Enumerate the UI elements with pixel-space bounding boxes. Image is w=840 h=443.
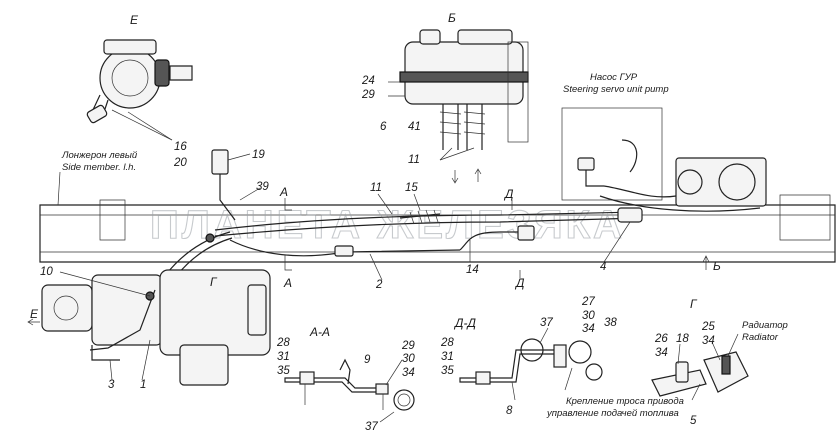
section-aa-title: А-А bbox=[309, 325, 330, 339]
side-member-rail bbox=[39, 194, 836, 263]
callout-3: 3 bbox=[108, 379, 115, 391]
marker-a-top: А bbox=[279, 185, 288, 199]
side-member-caption-en: Side member. l.h. bbox=[62, 162, 136, 173]
callout-20: 20 bbox=[173, 157, 187, 169]
callout-39: 39 bbox=[256, 181, 269, 193]
callout-5: 5 bbox=[690, 415, 697, 427]
callout-6: 6 bbox=[380, 121, 387, 133]
callout-35-dd: 35 bbox=[441, 365, 454, 377]
callout-38: 38 bbox=[604, 317, 617, 329]
callout-16: 16 bbox=[174, 141, 187, 153]
callout-24: 24 bbox=[361, 75, 375, 87]
radiator-caption-en: Radiator bbox=[742, 332, 779, 343]
cable-caption-line1: Крепление троса привода bbox=[566, 396, 684, 407]
callout-4: 4 bbox=[600, 261, 606, 273]
callout-37-dd: 37 bbox=[540, 317, 553, 329]
section-e-title: Е bbox=[130, 13, 139, 27]
callout-2: 2 bbox=[375, 279, 383, 291]
side-member-caption-ru: Лонжерон левый bbox=[61, 150, 138, 161]
marker-e-view: Е bbox=[30, 307, 39, 321]
section-g-title: Г bbox=[690, 297, 698, 311]
callout-18: 18 bbox=[676, 333, 689, 345]
callout-19: 19 bbox=[252, 149, 265, 161]
callout-37-aa: 37 bbox=[365, 421, 378, 433]
section-dd-title: Д-Д bbox=[453, 316, 476, 330]
callout-34-dd: 34 bbox=[582, 323, 595, 335]
view-e-arrow bbox=[27, 318, 40, 326]
callout-11-top: 11 bbox=[408, 154, 420, 166]
callout-34-g2: 34 bbox=[702, 335, 715, 347]
steering-pump-box bbox=[561, 107, 767, 212]
callout-34-aa: 34 bbox=[402, 367, 415, 379]
marker-g-view: Г bbox=[210, 275, 218, 289]
side-member-leader bbox=[57, 171, 61, 206]
marker-d-top: Д bbox=[503, 187, 514, 201]
view-e-steering-gear bbox=[86, 39, 193, 141]
leader-lines bbox=[59, 153, 631, 381]
callout-30-aa: 30 bbox=[402, 353, 415, 365]
callout-30-dd: 30 bbox=[582, 310, 595, 322]
callout-31-dd: 31 bbox=[441, 351, 454, 363]
marker-d-bottom: Д bbox=[514, 276, 525, 290]
callout-26: 26 bbox=[654, 333, 668, 345]
callout-28-dd: 28 bbox=[440, 337, 454, 349]
radiator-caption-ru: Радиатор bbox=[742, 320, 788, 331]
callout-34-g1: 34 bbox=[655, 347, 668, 359]
flow-arrows bbox=[451, 168, 482, 184]
cable-caption-line2: управление подачей топлива bbox=[546, 408, 679, 419]
section-dd-detail bbox=[459, 327, 603, 401]
callout-1: 1 bbox=[140, 379, 146, 391]
callout-31-aa: 31 bbox=[277, 351, 290, 363]
callout-9: 9 bbox=[364, 354, 371, 366]
callout-25: 25 bbox=[701, 321, 715, 333]
callout-15: 15 bbox=[405, 182, 418, 194]
steering-gear-main bbox=[41, 233, 271, 386]
callout-35-aa: 35 bbox=[277, 365, 290, 377]
marker-b-view: Б bbox=[713, 259, 721, 273]
section-aa-detail bbox=[284, 358, 415, 423]
callout-41: 41 bbox=[408, 121, 421, 133]
callout-14: 14 bbox=[466, 264, 479, 276]
watermark: ПЛАНЕТА ЖЕЛЕЗЯКА bbox=[150, 203, 625, 247]
callout-29-aa: 29 bbox=[401, 340, 415, 352]
marker-a-bottom: А bbox=[283, 276, 292, 290]
section-b-title: Б bbox=[448, 11, 456, 25]
pump-caption-ru: Насос ГУР bbox=[590, 72, 638, 83]
view-b-reservoir bbox=[388, 29, 529, 161]
callout-11: 11 bbox=[370, 182, 382, 194]
callout-10: 10 bbox=[40, 266, 53, 278]
callout-27: 27 bbox=[581, 296, 595, 308]
section-markers bbox=[284, 198, 710, 278]
pump-caption-en: Steering servo unit pump bbox=[563, 84, 669, 95]
view-g-radiator bbox=[651, 333, 749, 401]
callout-29-b: 29 bbox=[361, 89, 375, 101]
callout-8: 8 bbox=[506, 405, 513, 417]
callout-28-aa: 28 bbox=[276, 337, 290, 349]
